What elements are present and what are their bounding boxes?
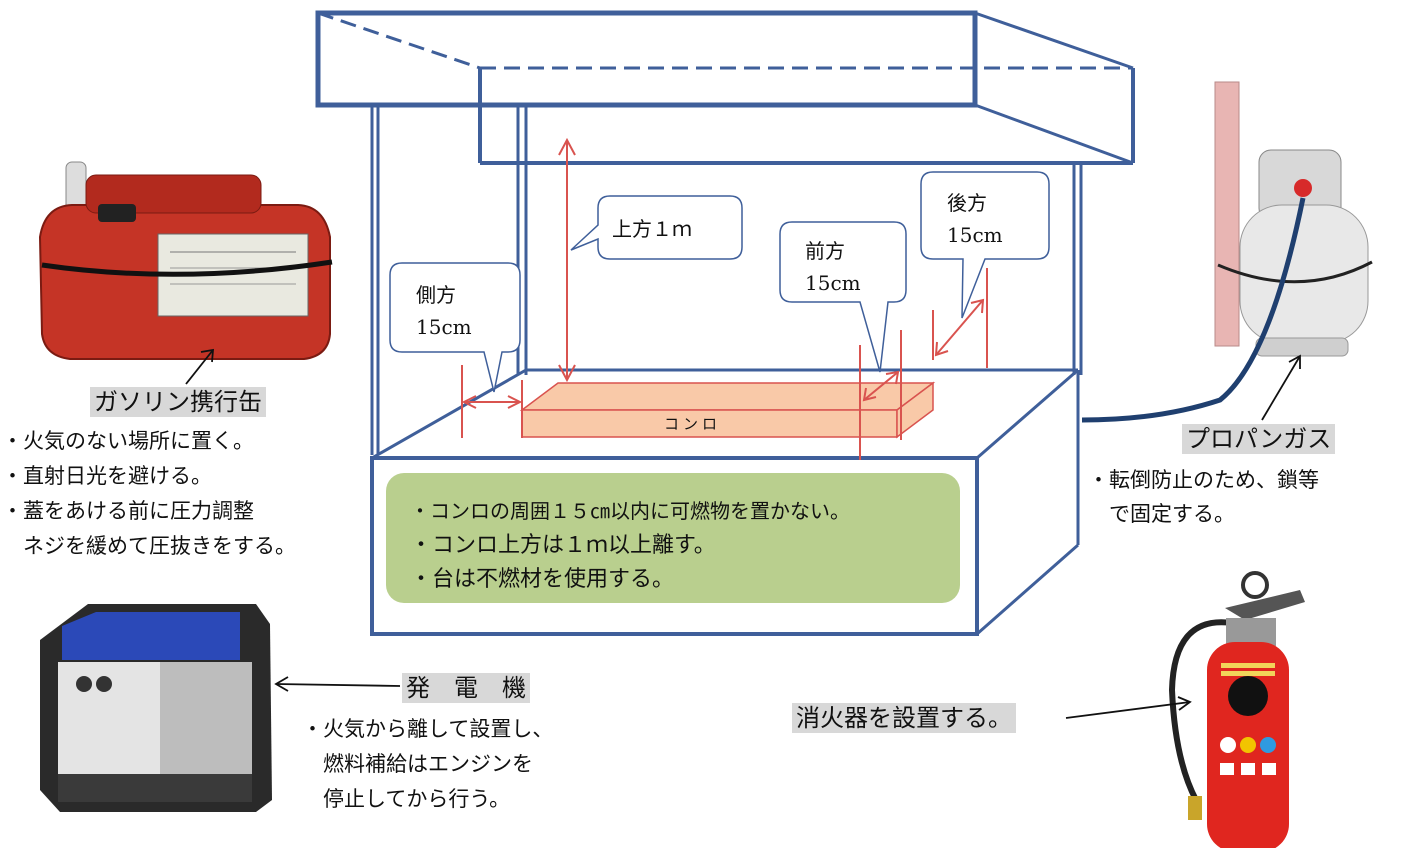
stove-rule-3: ・台は不燃材を使用する。 xyxy=(410,567,675,592)
generator-icon xyxy=(40,604,272,812)
stove-rule-1: ・コンロの周囲１５㎝以内に可燃物を置かない。 xyxy=(410,499,850,523)
callout-bubbles xyxy=(389,171,1050,393)
gasoline-can-icon xyxy=(38,161,333,360)
stove-rules-box: ・コンロの周囲１５㎝以内に可燃物を置かない。 ・コンロ上方は１ｍ以上離す。 ・台… xyxy=(386,473,960,603)
propane-note-1: ・転倒防止のため、鎖等 xyxy=(1088,468,1319,492)
upper-distance-label: 上方１ｍ xyxy=(612,217,692,241)
gasoline-note-4: ネジを緩めて圧抜きをする。 xyxy=(2,534,296,558)
gasoline-title: ガソリン携行缶 xyxy=(90,387,266,417)
propane-title: プロパンガス xyxy=(1182,424,1336,454)
stove-rule-2: ・コンロ上方は１ｍ以上離す。 xyxy=(410,533,716,558)
rear-title-label: 後方 xyxy=(947,191,987,215)
fire-extinguisher-icon xyxy=(1168,571,1305,848)
gasoline-note-2: ・直射日光を避ける。 xyxy=(2,464,212,488)
gasoline-note-3: ・蓋をあける前に圧力調整 xyxy=(2,499,254,523)
stove-label: コンロ xyxy=(664,415,722,433)
front-distance-label: 15cm xyxy=(805,271,861,295)
generator-note-2: 燃料補給はエンジンを xyxy=(302,752,533,776)
generator-note-3: 停止してから行う。 xyxy=(302,787,511,811)
side-distance-label: 15cm xyxy=(416,315,472,339)
tent-roof xyxy=(315,10,1135,165)
generator-note-1: ・火気から離して設置し、 xyxy=(302,717,554,741)
leader-arrows xyxy=(185,348,1301,719)
rear-distance-label: 15cm xyxy=(947,223,1003,247)
table xyxy=(370,368,1080,636)
generator-title: 発 電 機 xyxy=(402,673,530,703)
front-title-label: 前方 xyxy=(805,239,845,263)
propane-note-2: で固定する。 xyxy=(1088,502,1235,526)
side-title-label: 側方 xyxy=(416,283,456,307)
gasoline-note-1: ・火気のない場所に置く。 xyxy=(2,429,254,453)
gas-hose xyxy=(1081,197,1306,423)
propane-cylinder-icon xyxy=(1214,81,1373,357)
stove xyxy=(519,381,936,439)
extinguisher-title: 消火器を設置する。 xyxy=(792,703,1016,733)
dimension-lines xyxy=(461,137,988,460)
